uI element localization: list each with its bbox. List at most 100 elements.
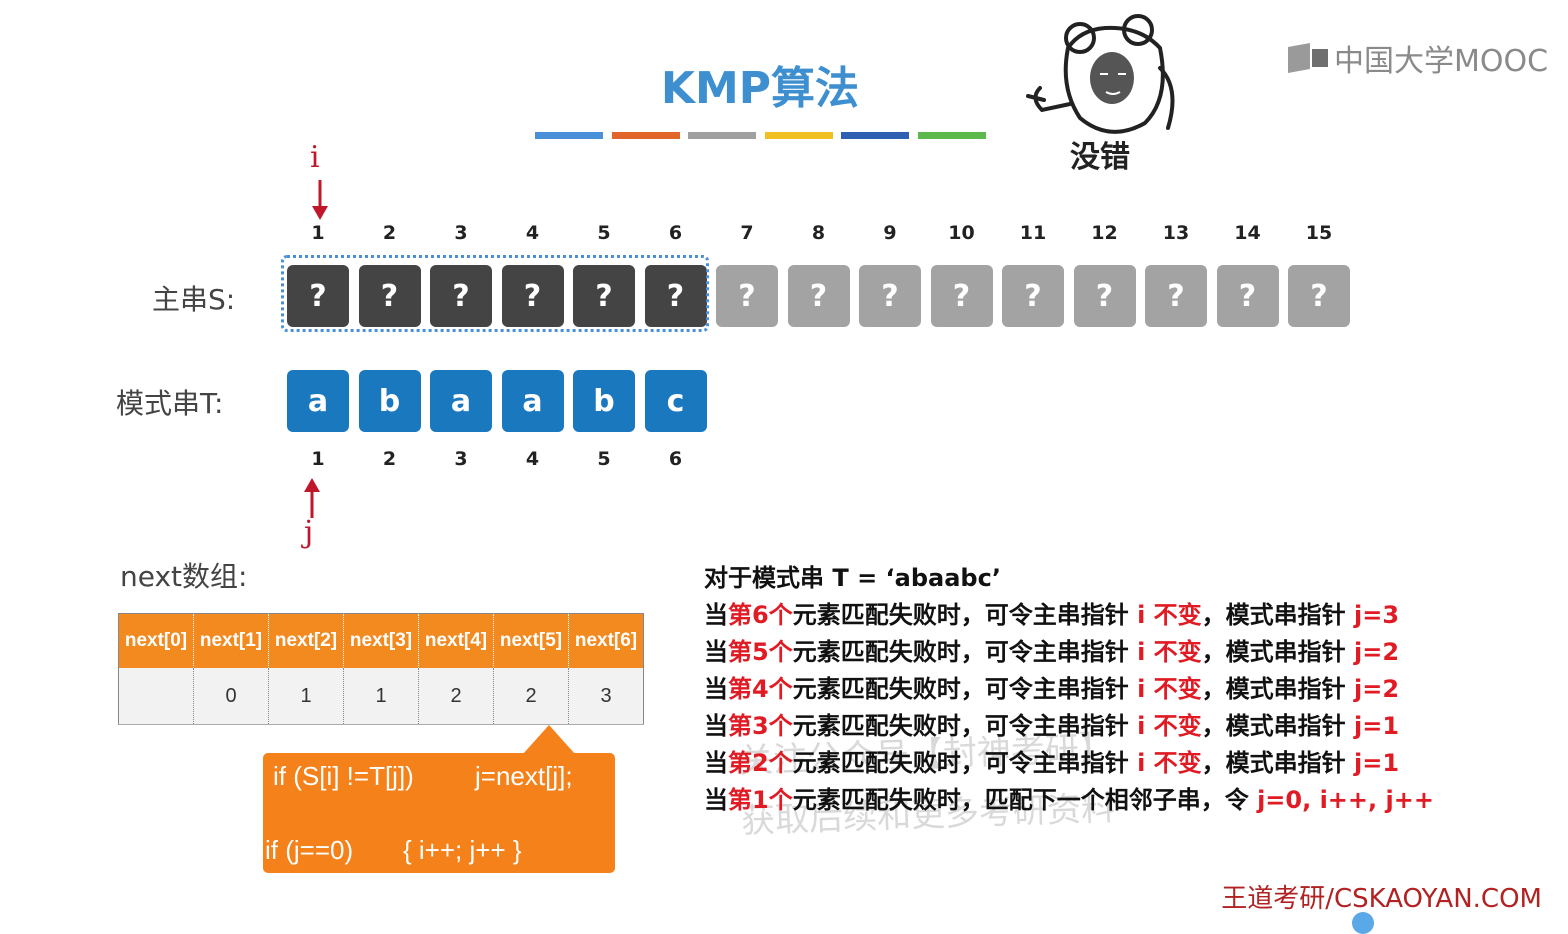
color-stripe <box>841 132 909 139</box>
rule-position: 第3个 <box>728 712 793 740</box>
main-string-index: 7 <box>740 222 754 244</box>
callout-line2-statement: { i++; j++ } <box>403 835 522 865</box>
mooc-brand-text: 中国大学MOOC <box>1334 44 1549 79</box>
rule-line: 当第5个元素匹配失败时，可令主串指针 i 不变，模式串指针 j=2 <box>704 634 1434 671</box>
main-string-index: 1 <box>311 222 325 244</box>
main-string-index: 3 <box>454 222 468 244</box>
rule-text: ，模式串指针 <box>1201 601 1355 629</box>
main-string-index: 11 <box>1019 222 1047 244</box>
next-array-header: next[3] <box>343 613 419 668</box>
bear-mascot-icon <box>1026 14 1175 134</box>
main-string-index: 13 <box>1162 222 1190 244</box>
rule-result: j=1 <box>1354 749 1400 777</box>
matched-window-highlight <box>281 255 709 332</box>
main-string-index: 6 <box>668 222 683 244</box>
color-stripe <box>764 132 833 139</box>
main-string-cell: ? <box>1073 265 1136 327</box>
mooc-logo-icon <box>1288 43 1328 73</box>
main-string-index: 2 <box>382 222 397 244</box>
main-string-cell: ? <box>1288 265 1350 327</box>
pattern-index: 3 <box>454 448 468 470</box>
page-title: KMP算法 <box>660 63 860 114</box>
main-string-label: 主串S: <box>152 283 236 316</box>
next-array-header: next[6] <box>568 613 644 668</box>
rule-text: 当 <box>704 638 728 666</box>
rule-result: j=2 <box>1354 638 1400 666</box>
pattern-cell: a <box>287 370 349 432</box>
main-string-cell: ? <box>573 265 635 327</box>
next-array-value: 1 <box>343 668 419 725</box>
rule-text: i <box>1137 601 1146 629</box>
main-string-cell: ? <box>287 265 349 327</box>
main-string-cell: ? <box>1145 265 1207 327</box>
rule-text: 元素匹配失败时，可令主串指针 <box>792 675 1138 703</box>
cursor-dot-icon <box>1352 912 1374 934</box>
color-stripe <box>535 132 603 139</box>
rule-text: 不变 <box>1145 675 1202 703</box>
pattern-index: 2 <box>382 448 397 470</box>
rule-text: ，模式串指针 <box>1201 638 1355 666</box>
rule-text: 不变 <box>1145 601 1202 629</box>
main-string-cell: ? <box>1002 265 1064 327</box>
pattern-label: 模式串T: <box>116 387 224 420</box>
rule-text: i <box>1137 675 1146 703</box>
rule-position: 第6个 <box>728 601 793 629</box>
pattern-cell: b <box>573 370 635 432</box>
rule-text: i <box>1137 749 1146 777</box>
main-string-index: 9 <box>883 222 897 244</box>
main-string-cell: ? <box>430 265 492 327</box>
rule-text: 元素匹配失败时，可令主串指针 <box>792 712 1138 740</box>
rule-position: 第5个 <box>728 638 793 666</box>
main-string-index: 10 <box>948 222 975 244</box>
rule-text: 当 <box>704 675 728 703</box>
color-stripe <box>917 132 986 139</box>
main-string-cell: ? <box>859 265 921 327</box>
rule-text: 当 <box>704 601 728 629</box>
pattern-cell: c <box>644 370 707 432</box>
next-array-header: next[1] <box>193 613 269 668</box>
pattern-index: 6 <box>668 448 683 470</box>
rule-text: i <box>1137 638 1146 666</box>
mooc-brand: 中国大学MOOC <box>1288 36 1548 80</box>
rule-result: j=1 <box>1354 712 1400 740</box>
rule-position: 第1个 <box>728 786 793 814</box>
rule-line: 当第4个元素匹配失败时，可令主串指针 i 不变，模式串指针 j=2 <box>704 671 1434 708</box>
rule-text: i <box>1137 712 1146 740</box>
code-callout: if (S[i] !=T[j]) j=next[j]; if (j==0) { … <box>263 753 615 873</box>
callout-pointer <box>523 725 575 754</box>
color-stripe <box>611 132 680 139</box>
main-string-index: 5 <box>597 222 611 244</box>
next-array-value: 3 <box>568 668 644 725</box>
pointer-j-label: j <box>304 515 314 550</box>
main-string-cell: ? <box>787 265 850 327</box>
main-string-cell: ? <box>644 265 707 327</box>
rule-text: 不变 <box>1145 638 1202 666</box>
rules-heading: 对于模式串 T = ‘abaabc’ <box>704 564 1001 592</box>
next-array-header: next[5] <box>493 613 569 668</box>
rule-text: 当 <box>704 786 728 814</box>
pattern-index: 5 <box>597 448 611 470</box>
main-string-index: 15 <box>1305 222 1333 244</box>
rule-text: 不变 <box>1145 749 1202 777</box>
rule-text: 元素匹配失败时，可令主串指针 <box>792 601 1138 629</box>
mascot-caption: 没错 <box>1070 140 1130 175</box>
next-array-header: next[4] <box>418 613 494 668</box>
pattern-cell: a <box>501 370 564 432</box>
rule-text: 元素匹配失败时，可令主串指针 <box>792 638 1138 666</box>
next-array-table: next[0]next[1]next[2]next[3]next[4]next[… <box>118 613 644 725</box>
rule-text: 元素匹配失败时，可令主串指针 <box>792 749 1138 777</box>
rule-text: ，模式串指针 <box>1201 675 1355 703</box>
rule-text: ，模式串指针 <box>1201 712 1355 740</box>
next-array-header: next[2] <box>268 613 344 668</box>
pattern-cell: a <box>430 370 492 432</box>
rule-result: j=3 <box>1354 601 1400 629</box>
rule-text: 元素匹配失败时，匹配下一个相邻子串，令 <box>792 786 1258 814</box>
next-array-value: 1 <box>268 668 344 725</box>
main-string-cell: ? <box>501 265 564 327</box>
rule-text: 当 <box>704 749 728 777</box>
main-string-index: 4 <box>525 222 540 244</box>
color-stripe <box>688 132 756 139</box>
rule-result: j=0, i++, j++ <box>1257 786 1434 814</box>
rule-position: 第4个 <box>728 675 793 703</box>
